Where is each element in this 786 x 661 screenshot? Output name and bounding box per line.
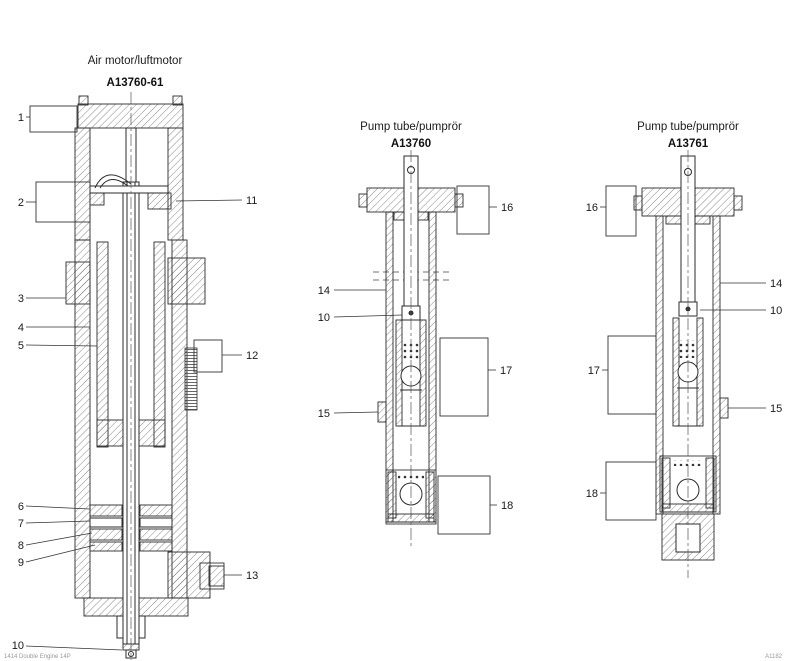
air-motor-assembly: Air motor/luftmotor A13760-61 (12, 55, 258, 660)
callout-16-label: 16 (586, 202, 598, 214)
outlet-block (167, 551, 211, 599)
callout-5-label: 5 (18, 340, 24, 352)
callout-16-pump2: 16 (586, 185, 637, 237)
callout-18-label: 18 (501, 500, 513, 512)
callout-15-pump2: 15 (728, 403, 782, 415)
callout-10-pump2: 10 (700, 305, 782, 317)
callout-6: 6 (18, 501, 91, 513)
air-motor-part-number: A13760-61 (107, 77, 165, 89)
callout-1-label: 1 (18, 112, 24, 124)
air-motor-top-cap (77, 95, 184, 129)
callout-10-label: 10 (318, 312, 330, 324)
pump1-seal (377, 401, 387, 423)
callout-15-pump1: 15 (318, 408, 379, 420)
callout-10-label: 10 (770, 305, 782, 317)
pump-tube-2-part-number: A13761 (668, 138, 709, 150)
pump2-callouts: 16 14 10 17 15 18 (586, 185, 782, 521)
callout-9-label: 9 (18, 557, 24, 569)
callout-11-label: 11 (246, 195, 257, 207)
callout-4: 4 (18, 322, 90, 334)
callout-14-pump1: 14 (318, 285, 386, 297)
callout-8-label: 8 (18, 540, 24, 552)
callout-17-label: 17 (588, 365, 600, 377)
callout-17-pump1: 17 (439, 337, 512, 417)
pump-tube-1-part-number: A13760 (391, 138, 431, 150)
pump-tube-a13761-assembly: Pump tube/pumprör A13761 (586, 121, 782, 578)
callout-15-label: 15 (770, 403, 782, 415)
callout-5: 5 (18, 340, 98, 352)
muffler-spring (184, 347, 198, 411)
callout-8: 8 (18, 532, 93, 552)
callout-14-label: 14 (318, 285, 330, 297)
callout-10-label: 10 (12, 640, 24, 652)
pump-tube-1-title: Pump tube/pumprör (360, 121, 462, 133)
callout-18-pump1: 18 (437, 475, 513, 535)
pump-tube-a13760-assembly: Pump tube/pumprör A13760 (318, 121, 513, 546)
callout-17-pump2: 17 (588, 335, 657, 415)
callout-2: 2 (18, 181, 91, 223)
pump2-seal (719, 397, 729, 419)
callout-16-pump1: 16 (456, 185, 513, 235)
callout-13: 13 (199, 562, 258, 590)
callout-3: 3 (18, 293, 66, 305)
callout-3-label: 3 (18, 293, 24, 305)
air-motor-callouts: 1 2 3 4 5 6 (12, 105, 258, 652)
callout-4-label: 4 (18, 322, 24, 334)
callout-7: 7 (18, 518, 91, 530)
footer-left-text: 1414 Double Engine 14P (4, 654, 71, 660)
callout-18-label: 18 (586, 488, 598, 500)
bottom-fitting (128, 651, 134, 657)
callout-13-label: 13 (246, 570, 258, 582)
callout-10-air-motor: 10 (12, 640, 123, 652)
callout-7-label: 7 (18, 518, 24, 530)
callout-12-label: 12 (246, 350, 258, 362)
pump1-callouts: 16 14 10 17 15 18 (318, 185, 513, 535)
callout-6-label: 6 (18, 501, 24, 513)
callout-1: 1 (18, 105, 78, 133)
callout-15-label: 15 (318, 408, 330, 420)
callout-17-label: 17 (500, 365, 512, 377)
air-motor-title: Air motor/luftmotor (88, 55, 183, 67)
callout-9: 9 (18, 544, 96, 569)
callout-18-pump2: 18 (586, 461, 657, 521)
callout-14-pump2: 14 (720, 278, 782, 290)
footer-right-text: A1182 (765, 654, 783, 660)
callout-2-label: 2 (18, 197, 24, 209)
pump-tube-2-title: Pump tube/pumprör (637, 121, 739, 133)
callout-12: 12 (193, 339, 258, 373)
callout-11: 11 (175, 195, 257, 207)
callout-10-pump1: 10 (318, 312, 403, 324)
callout-16-label: 16 (501, 202, 513, 214)
callout-14-label: 14 (770, 278, 782, 290)
